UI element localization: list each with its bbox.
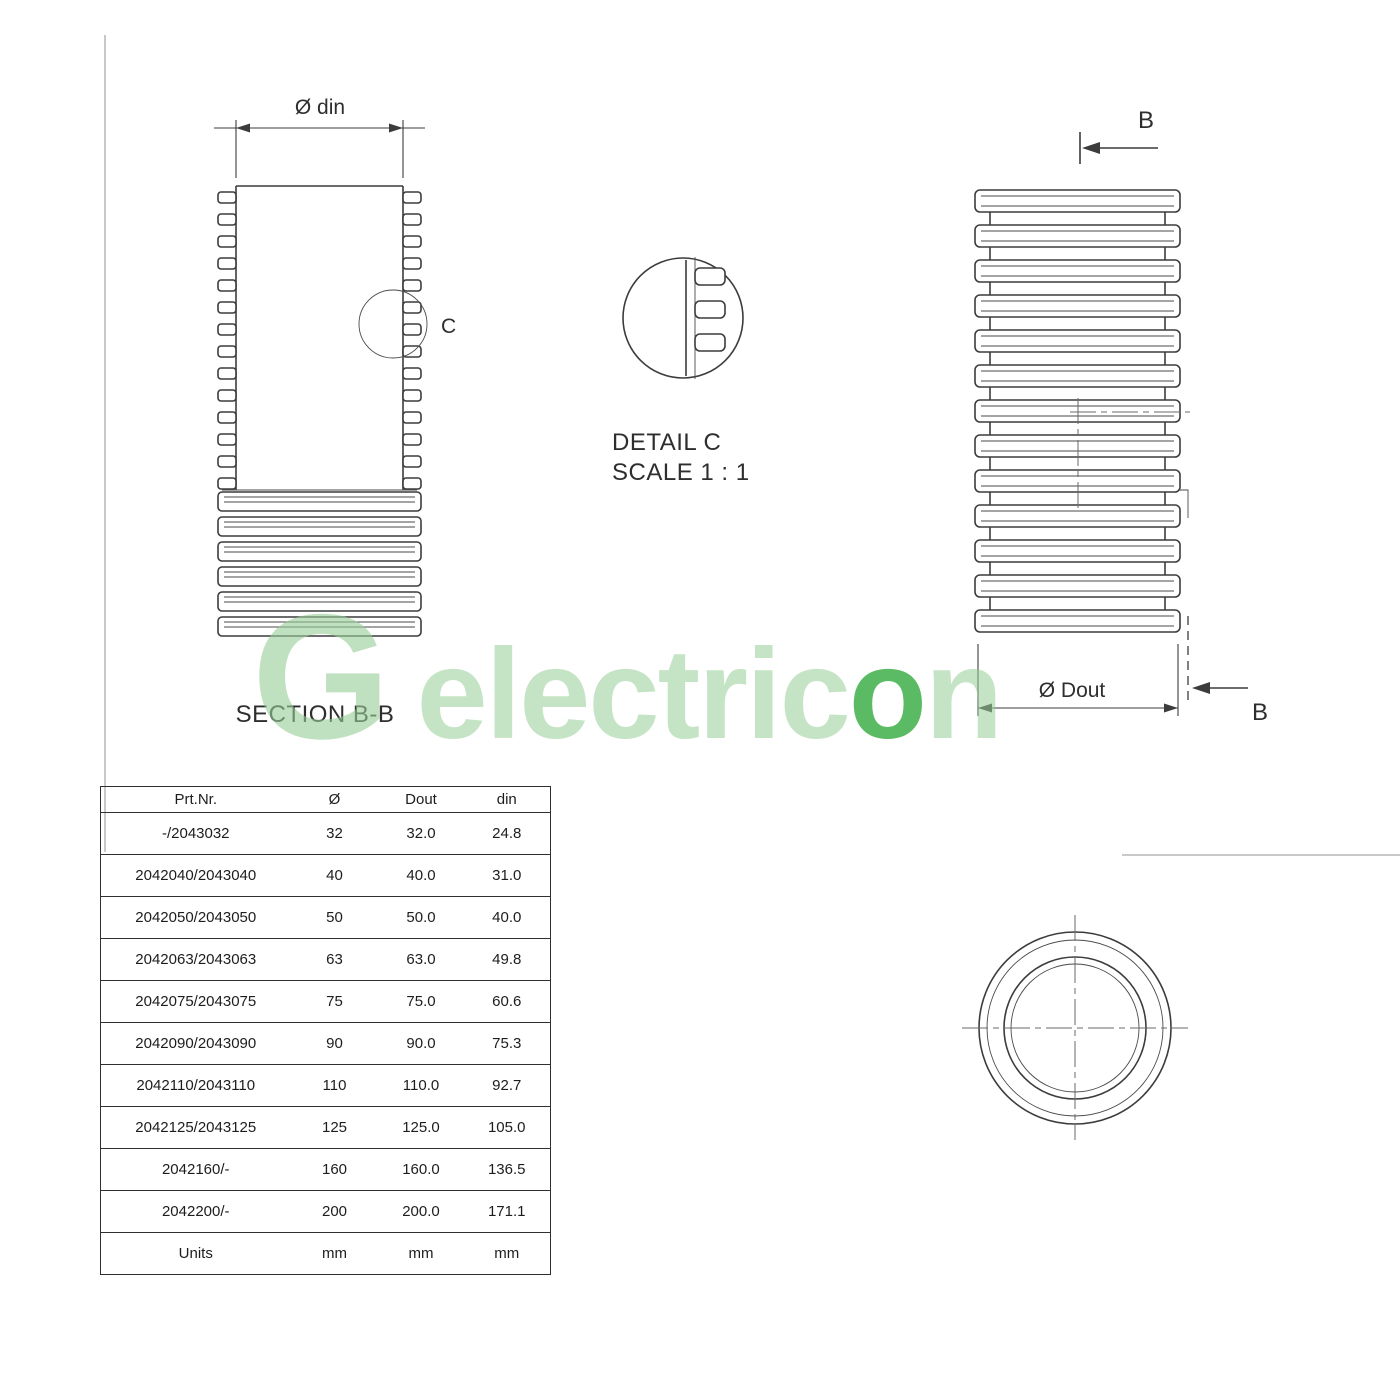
section-view	[217, 185, 422, 637]
table-cell: 50	[290, 896, 379, 939]
table-cell: 92.7	[463, 1064, 551, 1107]
table-cell: 2042075/2043075	[100, 980, 291, 1023]
table-cell: 160.0	[378, 1148, 464, 1191]
table-cell: 2042090/2043090	[100, 1022, 291, 1065]
dout-dimension-label: Ø Dout	[1039, 679, 1106, 702]
table-cell: 2042050/2043050	[100, 896, 291, 939]
table-cell: 125	[290, 1106, 379, 1149]
table-cell: 171.1	[463, 1190, 551, 1233]
table-cell: 110	[290, 1064, 379, 1107]
section-label-bottom: B	[1252, 699, 1269, 726]
table-cell: mm	[378, 1232, 464, 1275]
table-cell: 31.0	[463, 854, 551, 897]
col-header-diameter: Ø	[290, 786, 379, 813]
section-label-top: B	[1138, 107, 1155, 134]
table-cell: 40.0	[378, 854, 464, 897]
section-plane-b: B B	[1079, 107, 1269, 726]
table-cell: 2042040/2043040	[100, 854, 291, 897]
table-cell: 90.0	[378, 1022, 464, 1065]
table-cell: 200	[290, 1190, 379, 1233]
table-cell: 75.3	[463, 1022, 551, 1065]
table-cell: Units	[100, 1232, 291, 1275]
detail-marker-label: C	[441, 315, 456, 338]
table-cell: 40.0	[463, 896, 551, 939]
table-cell: 49.8	[463, 938, 551, 981]
table-cell: 75	[290, 980, 379, 1023]
table-cell: 2042063/2043063	[100, 938, 291, 981]
col-header-dout: Dout	[378, 786, 464, 813]
col-header-prtnr: Prt.Nr.	[100, 786, 291, 813]
table-cell: 110.0	[378, 1064, 464, 1107]
table-cell: 75.0	[378, 980, 464, 1023]
side-view	[974, 189, 1190, 633]
dimension-dout: Ø Dout	[977, 644, 1179, 716]
table-cell: -/2043032	[100, 812, 291, 855]
table-cell: 2042200/-	[100, 1190, 291, 1233]
table-cell: 2042125/2043125	[100, 1106, 291, 1149]
table-header-row: Prt.Nr. Ø Dout din	[100, 786, 551, 813]
col-header-din: din	[463, 786, 551, 813]
table-cell: 63	[290, 938, 379, 981]
table-cell: 50.0	[378, 896, 464, 939]
end-view	[962, 915, 1188, 1140]
table-cell: 2042160/-	[100, 1148, 291, 1191]
din-dimension-label: Ø din	[295, 96, 345, 119]
table-cell: 32	[290, 812, 379, 855]
detail-marker: C	[358, 289, 456, 359]
dimension-din: Ø din	[214, 96, 425, 178]
table-cell: 105.0	[463, 1106, 551, 1149]
table-cell: mm	[463, 1232, 551, 1275]
table-cell: 2042110/2043110	[100, 1064, 291, 1107]
table-cell: 40	[290, 854, 379, 897]
detail-scale: SCALE 1 : 1	[612, 459, 750, 486]
detail-view: DETAIL C SCALE 1 : 1	[612, 257, 750, 486]
table-cell: 32.0	[378, 812, 464, 855]
table-cell: 90	[290, 1022, 379, 1065]
table-cell: 136.5	[463, 1148, 551, 1191]
table-cell: 160	[290, 1148, 379, 1191]
section-caption: SECTION B-B	[236, 701, 395, 728]
table-cell: 200.0	[378, 1190, 464, 1233]
table-cell: mm	[290, 1232, 379, 1275]
table-cell: 24.8	[463, 812, 551, 855]
detail-title: DETAIL C	[612, 429, 721, 456]
table-cell: 60.6	[463, 980, 551, 1023]
table-cell: 63.0	[378, 938, 464, 981]
table-cell: 125.0	[378, 1106, 464, 1149]
